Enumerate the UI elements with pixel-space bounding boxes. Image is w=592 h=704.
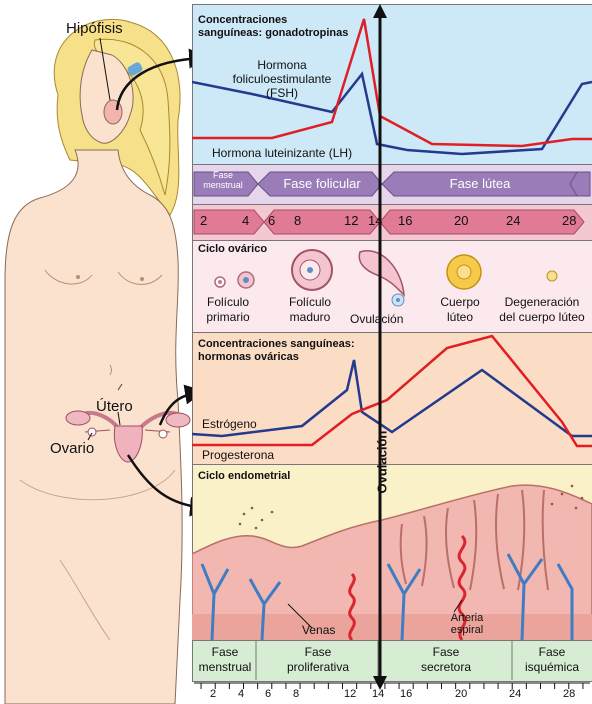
fsh-label-3: (FSH) bbox=[222, 86, 342, 100]
phase-menstrual-top-1: Fase bbox=[194, 170, 252, 180]
day-band-28: 28 bbox=[562, 213, 576, 228]
ovarian-hormones-title-1: Concentraciones sanguíneas: bbox=[198, 338, 355, 350]
phase-ischemic-1: Fase bbox=[514, 645, 590, 659]
axis-day-8: 8 bbox=[293, 688, 299, 700]
axis-day-24: 24 bbox=[509, 688, 521, 700]
degeneration-1: Degeneración bbox=[494, 295, 590, 309]
day-band-12: 12 bbox=[344, 213, 358, 228]
day-axis bbox=[192, 680, 592, 704]
day-band-16: 16 bbox=[398, 213, 412, 228]
axis-day-2: 2 bbox=[210, 688, 216, 700]
mature-follicle-2: maduro bbox=[280, 310, 340, 324]
progesterone-label: Progesterona bbox=[202, 448, 274, 462]
axis-day-28: 28 bbox=[563, 688, 575, 700]
estrogen-label: Estrógeno bbox=[202, 417, 257, 431]
primary-follicle-1: Folículo bbox=[198, 295, 258, 309]
endometrial-title: Ciclo endometrial bbox=[198, 470, 290, 482]
phase-proliferative-2: proliferativa bbox=[258, 660, 378, 674]
phase-luteal: Fase lútea bbox=[400, 176, 560, 191]
phase-menstrual-bottom-1: Fase bbox=[194, 645, 256, 659]
primary-follicle-2: primario bbox=[198, 310, 258, 324]
phase-proliferative-1: Fase bbox=[258, 645, 378, 659]
ovulation-axis-label: Ovulación bbox=[375, 434, 390, 494]
ovulation-arrow bbox=[370, 0, 390, 700]
corpus-luteum-1: Cuerpo bbox=[432, 295, 488, 309]
endometrium-illustration bbox=[192, 464, 592, 640]
pituitary-label: Hipófisis bbox=[66, 20, 123, 37]
phase-secretory-1: Fase bbox=[380, 645, 512, 659]
uterus-label: Útero bbox=[96, 398, 133, 415]
axis-day-6: 6 bbox=[265, 688, 271, 700]
axis-day-4: 4 bbox=[238, 688, 244, 700]
day-band-2: 2 bbox=[200, 213, 207, 228]
phase-follicular: Fase folicular bbox=[262, 176, 382, 191]
corpus-luteum-2: lúteo bbox=[432, 310, 488, 324]
phase-menstrual-bottom-2: menstrual bbox=[194, 660, 256, 674]
spiral-artery-2: espiral bbox=[442, 624, 492, 636]
gonadotropins-title-2: sanguíneas: gonadotropinas bbox=[198, 27, 348, 39]
fsh-label-1: Hormona bbox=[222, 58, 342, 72]
phase-menstrual-top-2: menstrual bbox=[194, 180, 252, 190]
day-band-24: 24 bbox=[506, 213, 520, 228]
days-arrows bbox=[192, 204, 592, 240]
day-band-6: 6 bbox=[268, 213, 275, 228]
axis-day-20: 20 bbox=[455, 688, 467, 700]
ovary-label: Ovario bbox=[50, 440, 94, 457]
degeneration-2: del cuerpo lúteo bbox=[494, 310, 590, 324]
phase-secretory-2: secretora bbox=[380, 660, 512, 674]
day-band-8: 8 bbox=[294, 213, 301, 228]
axis-day-12: 12 bbox=[344, 688, 356, 700]
fsh-label-2: foliculoestimulante bbox=[222, 72, 342, 86]
phase-ischemic-2: isquémica bbox=[514, 660, 590, 674]
ovarian-hormones-title-2: hormonas ováricas bbox=[198, 351, 299, 363]
veins-label: Venas bbox=[302, 623, 335, 637]
gonadotropins-title-1: Concentraciones bbox=[198, 14, 287, 26]
spiral-artery-1: Arteria bbox=[442, 612, 492, 624]
day-band-4: 4 bbox=[242, 213, 249, 228]
day-band-20: 20 bbox=[454, 213, 468, 228]
lh-label: Hormona luteinizante (LH) bbox=[212, 146, 352, 160]
axis-day-16: 16 bbox=[400, 688, 412, 700]
mature-follicle-1: Folículo bbox=[280, 295, 340, 309]
